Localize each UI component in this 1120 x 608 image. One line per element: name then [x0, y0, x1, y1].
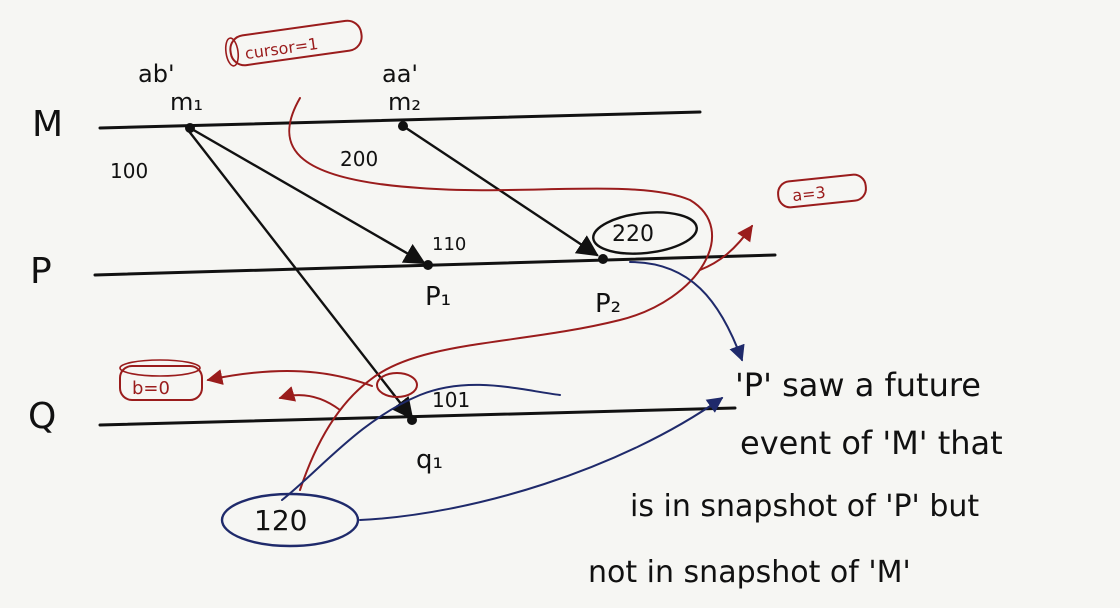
event-dot-m1: [185, 123, 195, 133]
process-label-m: M: [32, 104, 63, 145]
q1-event-label: q₁: [416, 445, 443, 475]
timeline-p: [93, 253, 777, 277]
timeline-q: [98, 406, 737, 427]
snapshot-b-label: b=0: [132, 378, 170, 399]
m2-event-label: m₂: [388, 88, 421, 116]
snapshot-a-box: a=3: [777, 173, 867, 209]
p1-clock-label: 110: [432, 234, 466, 255]
snapshot-cursor-label: cursor=1: [244, 34, 320, 63]
blue-curve: [281, 383, 561, 501]
event-dot-p1: [423, 260, 433, 270]
q1-clock-label: 101: [432, 388, 470, 412]
snapshot-cursor-box: cursor=1: [224, 19, 363, 67]
note-line-3: is in snapshot of 'P' but: [630, 489, 979, 524]
red-snapshot-cut: [288, 97, 713, 491]
m2-state-label: aa': [382, 60, 418, 88]
m1-clock-label: 100: [110, 159, 148, 183]
m1-event-label: m₁: [170, 88, 203, 116]
event-dot-q1: [407, 415, 417, 425]
snapshot-120-ellipse: 120: [220, 492, 360, 548]
p1-event-label: P₁: [425, 282, 451, 312]
p2-clock-circle: [592, 211, 698, 255]
m2-clock-label: 200: [340, 147, 378, 171]
note-line-1: 'P' saw a future: [735, 366, 981, 404]
blue-arrow-p2-to-note: [629, 261, 745, 362]
red-arrow-to-b: [278, 386, 341, 411]
red-arrow-to-a: [699, 224, 753, 271]
note-line-4: not in snapshot of 'M': [588, 555, 911, 590]
snapshot-120-label: 120: [254, 504, 307, 537]
p2-clock-label: 220: [612, 222, 654, 247]
event-dot-p2: [598, 254, 608, 264]
snapshot-b-box: b=0: [119, 359, 203, 401]
red-arrow-to-b-2: [206, 369, 373, 387]
message-m1-to-q1: [186, 128, 414, 420]
m1-state-label: ab': [138, 60, 175, 88]
process-label-q: Q: [28, 396, 56, 437]
note-line-2: event of 'M' that: [740, 424, 1003, 462]
snapshot-a-label: a=3: [791, 183, 826, 205]
p2-event-label: P₂: [595, 289, 621, 319]
red-crossing-circle: [376, 372, 418, 398]
process-label-p: P: [30, 251, 52, 292]
message-m1-to-p1: [188, 126, 426, 265]
blue-arrow-120-to-note: [359, 397, 724, 521]
event-dot-m2: [398, 121, 408, 131]
timeline-m: [98, 110, 702, 130]
